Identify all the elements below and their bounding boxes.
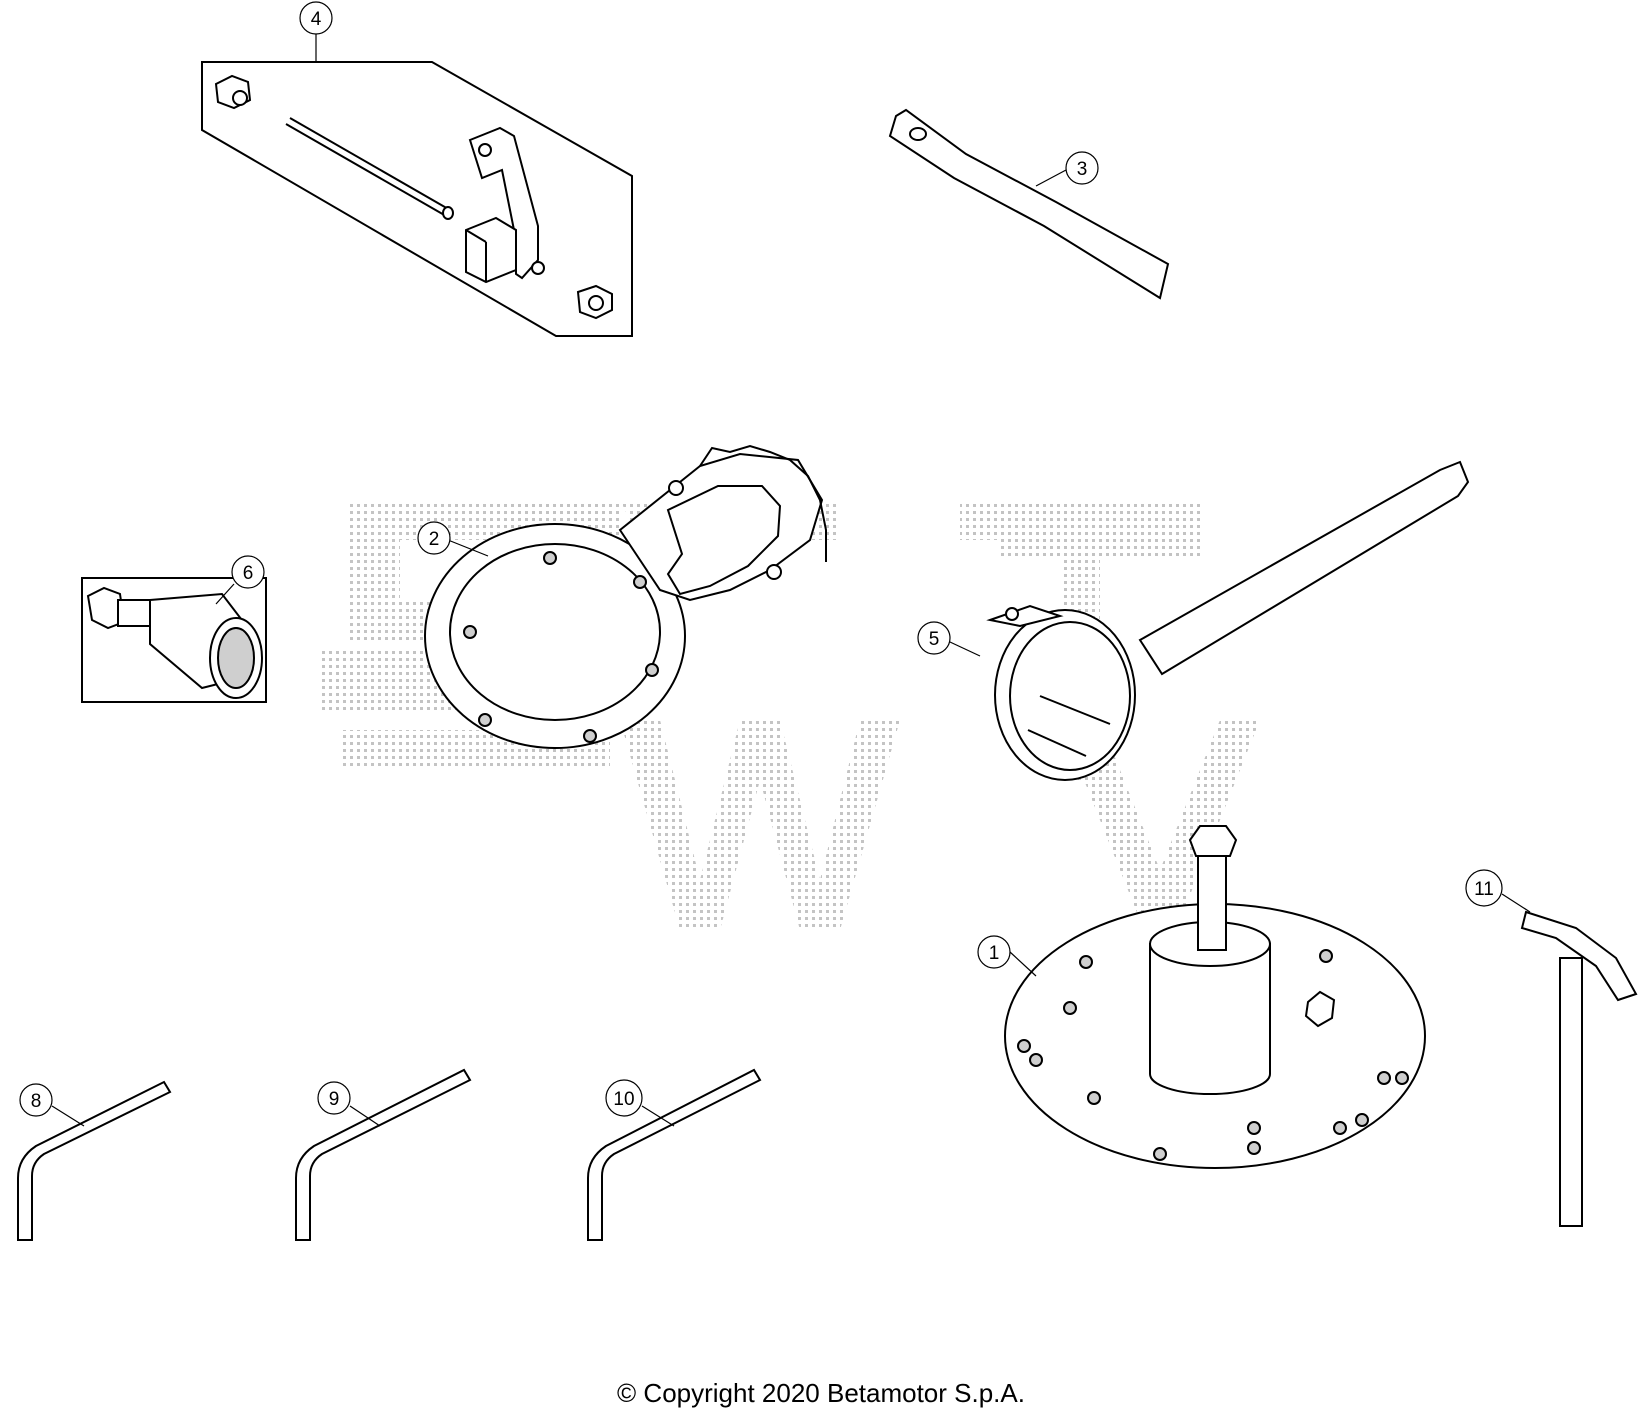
callout-3: 3 bbox=[1035, 151, 1099, 187]
copyright-notice: © Copyright 2020 Betamotor S.p.A. bbox=[617, 1378, 1025, 1408]
part-6-flywheel-puller bbox=[81, 577, 267, 703]
callout-9: 9 bbox=[317, 1081, 381, 1127]
callout-10-label: 10 bbox=[613, 1089, 634, 1110]
part-10-hex-key bbox=[587, 1068, 762, 1241]
callout-2-label: 2 bbox=[429, 529, 440, 550]
callout-5-label: 5 bbox=[929, 629, 940, 650]
callout-4: 4 bbox=[299, 1, 333, 62]
callout-11-label: 11 bbox=[1474, 879, 1494, 900]
callout-3-label: 3 bbox=[1077, 159, 1088, 180]
part-2-holding-plate bbox=[424, 444, 827, 749]
part-8-hex-key bbox=[17, 1080, 172, 1241]
callout-5: 5 bbox=[917, 621, 981, 657]
callout-9-label: 9 bbox=[329, 1089, 340, 1110]
callout-6-label: 6 bbox=[243, 563, 254, 584]
part-9-hex-key bbox=[295, 1068, 472, 1241]
callout-1: 1 bbox=[977, 935, 1037, 977]
callout-4-label: 4 bbox=[311, 9, 322, 30]
part-4-tool-kit bbox=[201, 61, 633, 337]
callout-8-label: 8 bbox=[31, 1091, 42, 1112]
part-11-sector-key bbox=[1520, 910, 1638, 1227]
callout-6: 6 bbox=[215, 555, 265, 605]
part-3-flat-bar bbox=[888, 108, 1170, 300]
callout-11: 11 bbox=[1465, 869, 1531, 913]
callout-10: 10 bbox=[605, 1079, 675, 1127]
part-1-puller-plate bbox=[1004, 825, 1426, 1169]
callout-2: 2 bbox=[417, 521, 489, 557]
callout-8: 8 bbox=[19, 1083, 85, 1127]
part-5-tube-wrench bbox=[986, 460, 1470, 781]
callout-1-label: 1 bbox=[989, 943, 1000, 964]
